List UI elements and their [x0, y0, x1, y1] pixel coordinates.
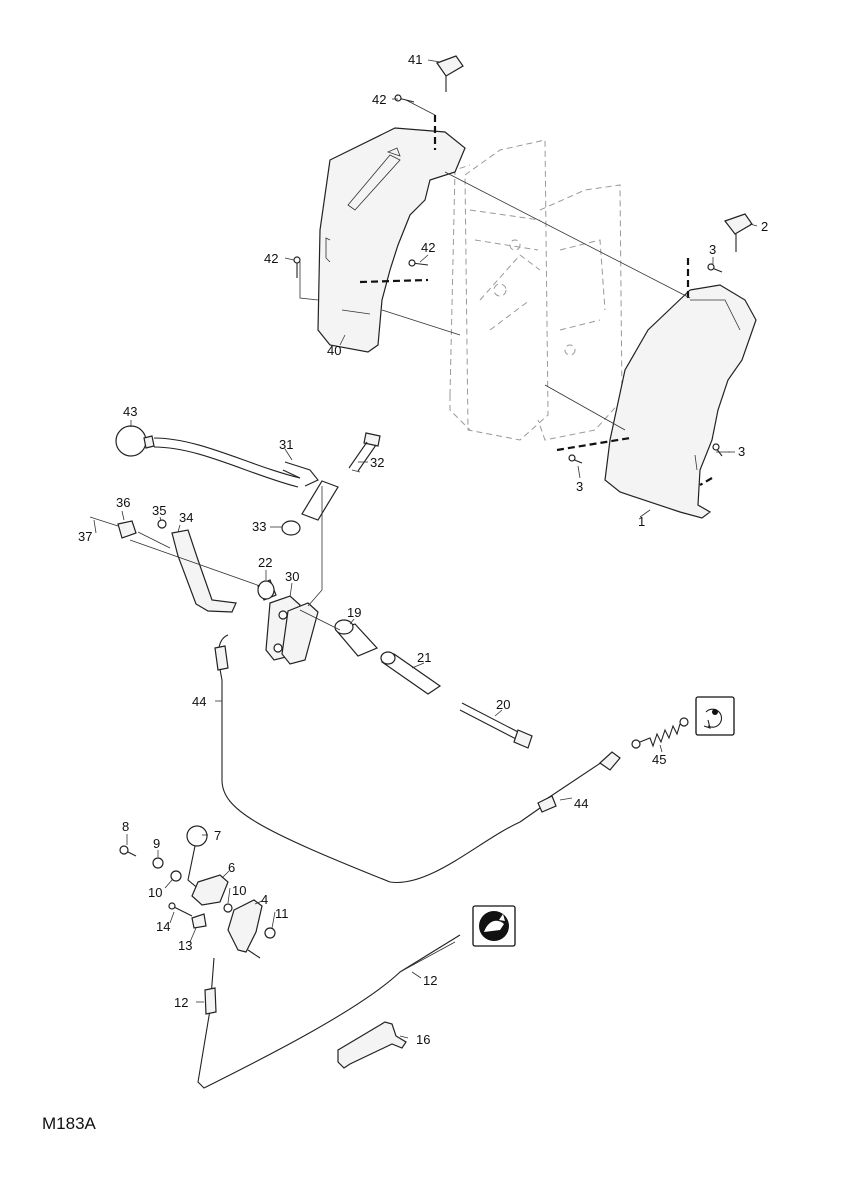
- label-20: 20: [496, 697, 510, 712]
- label-33: 33: [252, 519, 266, 534]
- figure-code: M183A: [42, 1114, 96, 1133]
- label-30: 30: [285, 569, 299, 584]
- part-44-cable: [214, 634, 621, 884]
- part-33-sleeve: [281, 480, 339, 536]
- part-19-tube: [334, 619, 379, 657]
- label-8: 8: [122, 819, 129, 834]
- label-3: 3: [709, 242, 716, 257]
- label-12: 12: [423, 973, 437, 988]
- label-4: 4: [261, 892, 268, 907]
- fasteners-lower: [119, 845, 276, 939]
- screws: [293, 94, 723, 464]
- label-45: 45: [652, 752, 666, 767]
- label-12: 12: [174, 995, 188, 1010]
- label-3: 3: [576, 479, 583, 494]
- leader-lines: [93, 59, 758, 1039]
- label-34: 34: [179, 510, 193, 525]
- label-10: 10: [148, 885, 162, 900]
- part-31-lever-rod: [153, 437, 319, 488]
- ghost-frame: [449, 139, 623, 441]
- part-43-ball-knob: [115, 425, 155, 457]
- part-45-spring: [631, 717, 689, 749]
- label-41: 41: [408, 52, 422, 67]
- label-40: 40: [327, 343, 341, 358]
- label-42: 42: [421, 240, 435, 255]
- label-7: 7: [214, 828, 221, 843]
- label-42: 42: [372, 92, 386, 107]
- part-32-bolt: [348, 432, 381, 473]
- label-10: 10: [232, 883, 246, 898]
- label-6: 6: [228, 860, 235, 875]
- part-16-bracket: [337, 1021, 407, 1069]
- part-36-switch: [89, 516, 171, 549]
- part-22-spacer: [257, 579, 277, 601]
- assembly-lines-upper: [299, 99, 730, 486]
- label-42: 42: [264, 251, 278, 266]
- label-16: 16: [416, 1032, 430, 1047]
- label-35: 35: [152, 503, 166, 518]
- label-14: 14: [156, 919, 170, 934]
- part-34-bracket: [171, 529, 237, 613]
- label-44: 44: [574, 796, 588, 811]
- label-44: 44: [192, 694, 206, 709]
- label-9: 9: [153, 836, 160, 851]
- label-13: 13: [178, 938, 192, 953]
- label-11: 11: [275, 906, 289, 921]
- part-2-knob: [724, 213, 753, 252]
- label-31: 31: [279, 437, 293, 452]
- label-22: 22: [258, 555, 272, 570]
- part-41-knob: [436, 55, 464, 92]
- part-30-plates: [265, 595, 319, 665]
- part-20-long-bolt: [459, 702, 533, 749]
- label-32: 32: [370, 455, 384, 470]
- part-4-bracket: [227, 899, 263, 959]
- part-21-tube: [380, 651, 442, 695]
- part-40-left-cowl: [317, 127, 466, 353]
- part-12-cable: [197, 934, 461, 1089]
- part-1-right-cowl: [604, 284, 757, 519]
- label-36: 36: [116, 495, 130, 510]
- rotation-arrows-icon: [695, 696, 735, 736]
- axis-guide-lines: [129, 486, 341, 631]
- label-19: 19: [347, 605, 361, 620]
- label-21: 21: [417, 650, 431, 665]
- part-6-plate: [191, 874, 229, 906]
- part-labels: 41 42 42 42 40 2 3 3 3 1 43 31 32 36 37 …: [78, 52, 768, 1047]
- label-37: 37: [78, 529, 92, 544]
- label-3: 3: [738, 444, 745, 459]
- label-2: 2: [761, 219, 768, 234]
- speed-rabbit-icon: [472, 905, 516, 947]
- label-1: 1: [638, 514, 645, 529]
- label-43: 43: [123, 404, 137, 419]
